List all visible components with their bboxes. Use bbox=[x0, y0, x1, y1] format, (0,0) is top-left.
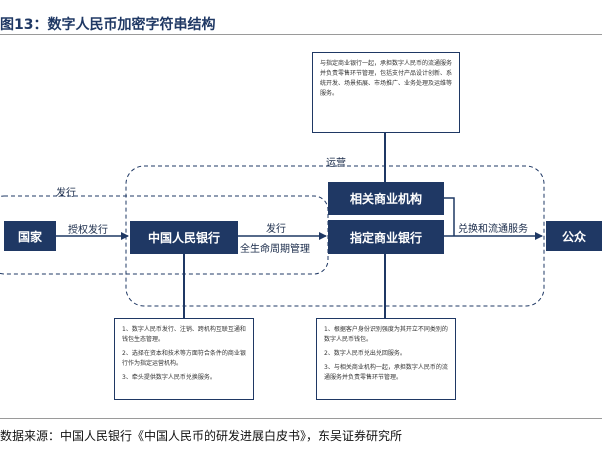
figure-title: 图13：数字人民币加密字符串结构 bbox=[0, 17, 216, 33]
label-issue: 发行 bbox=[266, 224, 286, 235]
note-text: 3、牵头提供数字人民币兑换服务。 bbox=[122, 374, 216, 381]
note-text: 3、与相关商业机构一起，承担数字人民币的流通服务并负责零售环节管理。 bbox=[324, 364, 448, 381]
note-text: 1、数字人民币发行、注销、跨机构互联互通和钱包生态管理。 bbox=[122, 326, 246, 343]
label-operation-region: 运营 bbox=[326, 158, 346, 169]
note-bank-duties: 1、根据客户身份识别强度为其开立不同类别的数字人民币钱包。 2、数字人民币兑出兑… bbox=[316, 318, 456, 400]
label-authorize-issue: 授权发行 bbox=[68, 225, 108, 236]
note-related-institutions: 与指定商业银行一起，承担数字人民币的流通服务并负责零售环节管理，包括支付产品设计… bbox=[312, 52, 460, 133]
footer-rule bbox=[0, 418, 602, 419]
note-text: 2、选择在资本和技术等方面符合条件的商业银行作为指定运营机构。 bbox=[122, 350, 246, 367]
issue-region bbox=[0, 195, 329, 275]
title-rule bbox=[0, 34, 602, 35]
note-text: 2、数字人民币兑出兑回服务。 bbox=[324, 350, 406, 357]
note-pboc-duties: 1、数字人民币发行、注销、跨机构互联互通和钱包生态管理。 2、选择在资本和技术等… bbox=[114, 318, 254, 400]
source-note: 数据来源：中国人民银行《中国人民币的研发进展白皮书》，东吴证券研究所 bbox=[0, 429, 403, 443]
note-text: 与指定商业银行一起，承担数字人民币的流通服务并负责零售环节管理，包括支付产品设计… bbox=[320, 60, 453, 97]
arrow-merge-public bbox=[444, 197, 455, 236]
node-related-institutions: 相关商业机构 bbox=[328, 182, 444, 215]
node-public: 公众 bbox=[546, 221, 602, 251]
label-issue-region: 发行 bbox=[56, 188, 76, 199]
node-country: 国家 bbox=[4, 221, 56, 251]
node-designated-banks: 指定商业银行 bbox=[328, 220, 444, 254]
label-exchange-service: 兑换和流通服务 bbox=[458, 224, 528, 235]
label-lifecycle: 全生命周期管理 bbox=[240, 244, 310, 255]
node-pboc: 中国人民银行 bbox=[130, 221, 238, 254]
note-text: 1、根据客户身份识别强度为其开立不同类别的数字人民币钱包。 bbox=[324, 326, 448, 343]
